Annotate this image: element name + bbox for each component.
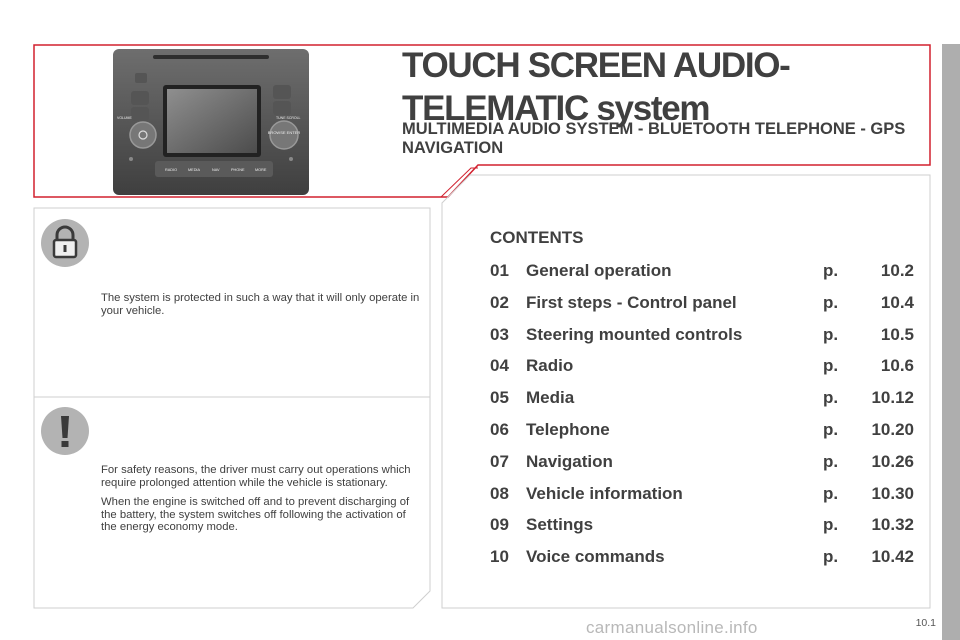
toc-item[interactable]: 03 Steering mounted controls p. 10.5 <box>490 319 914 351</box>
toc-page: 10.4 <box>880 292 914 312</box>
toc-number: 05 <box>490 388 509 408</box>
toc-title: Telephone <box>526 419 610 439</box>
security-note: The system is protected in such a way th… <box>101 292 423 324</box>
contents-heading: CONTENTS <box>490 228 584 247</box>
toc-item[interactable]: 05 Media p. 10.12 <box>490 382 914 414</box>
toc-page: 10.30 <box>871 483 914 503</box>
toc-page-prefix: p. <box>823 451 839 471</box>
toc-page-prefix: p. <box>823 261 839 280</box>
knob-label-tune: TUNE SCROLL <box>276 116 301 120</box>
toc-page-prefix: p. <box>823 483 839 503</box>
toc-page-prefix: p. <box>823 515 839 535</box>
page-number: 10.1 <box>915 617 936 629</box>
toc-title: Settings <box>526 515 594 535</box>
toc-title: General operation <box>526 261 672 280</box>
security-note-text: The system is protected in such a way th… <box>101 292 420 317</box>
toc-item[interactable]: 02 First steps - Control panel p. 10.4 <box>490 287 914 319</box>
toc-page: 10.20 <box>871 419 914 439</box>
device-button-media: MEDIA <box>188 168 200 172</box>
toc-title: Steering mounted controls <box>526 324 743 344</box>
toc-page-prefix: p. <box>823 419 839 439</box>
toc-item[interactable]: 10 Voice commands p. 10.42 <box>490 541 914 573</box>
warning-note-text-2: When the engine is switched off and to p… <box>101 496 410 533</box>
toc-number: 01 <box>490 261 509 280</box>
toc-title: Vehicle information <box>526 483 683 503</box>
device-button-more: MORE <box>255 168 267 172</box>
watermark: carmanualsonline.info <box>586 618 758 637</box>
toc-number: 02 <box>490 292 509 312</box>
toc-item[interactable]: 08 Vehicle information p. 10.30 <box>490 478 914 510</box>
toc-title: Voice commands <box>526 547 665 567</box>
toc-page-prefix: p. <box>823 356 839 376</box>
warning-note-text-1: For safety reasons, the driver must carr… <box>101 464 411 489</box>
contents-list: 01 General operation p. 10.2 02 First steps … <box>490 255 914 573</box>
toc-number: 06 <box>490 419 509 439</box>
page-subtitle: MULTIMEDIA AUDIO SYSTEM - BLUETOOTH TELE… <box>402 120 906 157</box>
toc-page: 10.26 <box>871 451 914 471</box>
toc-item[interactable]: 06 Telephone p. 10.20 <box>490 414 914 446</box>
knob-label-browse: BROWSE ENTER <box>268 130 301 135</box>
toc-page: 10.32 <box>871 515 914 535</box>
toc-number: 04 <box>490 356 509 376</box>
toc-number: 03 <box>490 324 509 344</box>
toc-page-prefix: p. <box>823 547 839 567</box>
toc-title: Media <box>526 388 575 408</box>
device-button-radio: RADIO <box>165 168 177 172</box>
toc-number: 09 <box>490 515 509 535</box>
toc-title: Navigation <box>526 451 613 471</box>
toc-page: 10.2 <box>880 261 914 280</box>
toc-page-prefix: p. <box>823 324 839 344</box>
toc-number: 08 <box>490 483 509 503</box>
audio-unit-illustration: BROWSE ENTER VOLUME TUNE SCROLL RADIO ME… <box>113 49 309 195</box>
toc-page: 10.6 <box>880 356 914 376</box>
toc-title: Radio <box>526 356 574 376</box>
toc-page: 10.42 <box>871 547 914 567</box>
exclamation-icon <box>41 407 89 455</box>
device-button-nav: NAV <box>212 168 220 172</box>
toc-title: First steps - Control panel <box>526 292 737 312</box>
device-button-phone: PHONE <box>231 168 245 172</box>
toc-number: 10 <box>490 547 509 567</box>
knob-label-volume: VOLUME <box>117 116 132 120</box>
warning-note: For safety reasons, the driver must carr… <box>101 464 423 541</box>
toc-item[interactable]: 09 Settings p. 10.32 <box>490 509 914 541</box>
side-tab-bar <box>942 44 960 640</box>
toc-page-prefix: p. <box>823 388 839 408</box>
page-title: TOUCH SCREEN AUDIO-TELEMATIC system <box>402 46 791 128</box>
toc-number: 07 <box>490 451 509 471</box>
toc-item[interactable]: 01 General operation p. 10.2 <box>490 255 914 287</box>
padlock-icon <box>41 219 89 267</box>
toc-item[interactable]: 04 Radio p. 10.6 <box>490 350 914 382</box>
toc-page: 10.12 <box>871 388 914 408</box>
toc-item[interactable]: 07 Navigation p. 10.26 <box>490 446 914 478</box>
toc-page: 10.5 <box>880 324 914 344</box>
toc-page-prefix: p. <box>823 292 839 312</box>
